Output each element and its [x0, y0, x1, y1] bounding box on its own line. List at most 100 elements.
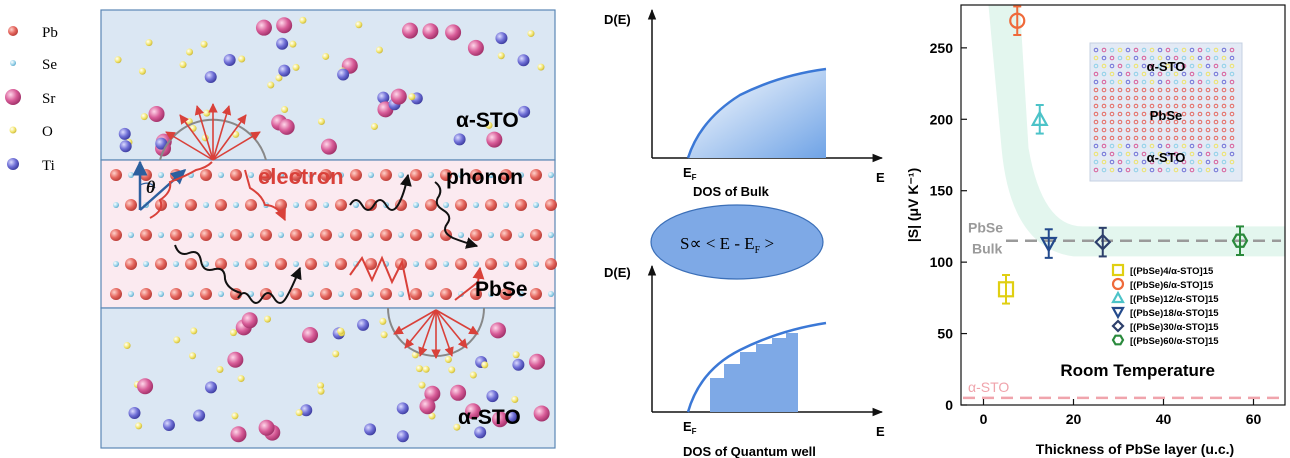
pb-atom — [425, 199, 437, 211]
ti-atom — [204, 70, 217, 83]
inset-atom — [1205, 143, 1211, 149]
o-atom — [322, 52, 330, 60]
inset-atom — [1165, 79, 1171, 85]
inset-atom — [1221, 167, 1227, 173]
ti-atom — [505, 410, 518, 423]
sr-atom — [302, 326, 319, 343]
legend-label-1: [(PbSe)4/α-STO]15 — [1130, 266, 1214, 277]
inset-atom — [1189, 47, 1195, 53]
inset-atom — [1181, 63, 1187, 69]
top-scattering-hemisphere — [159, 103, 267, 161]
ti-atom — [128, 406, 141, 419]
pb-atom — [110, 229, 122, 241]
ti-atom-icon — [7, 158, 19, 170]
inset-atom — [1093, 47, 1099, 53]
data-point-6 — [1231, 233, 1249, 248]
inset-atom — [1173, 79, 1179, 85]
inset-atom — [1109, 71, 1115, 77]
inset-atom — [1093, 151, 1099, 157]
inset-atom — [1149, 119, 1155, 125]
pb-atom — [335, 199, 347, 211]
sr-atom — [533, 405, 550, 422]
inset-atom — [1221, 151, 1227, 157]
inset-atom — [1229, 167, 1235, 173]
o-atom — [135, 422, 143, 430]
inset-atom — [1165, 111, 1171, 117]
pb-atom — [275, 258, 287, 270]
pb-atom — [470, 288, 482, 300]
o-atom — [511, 395, 519, 403]
inset-atom — [1101, 159, 1107, 165]
inset-atom — [1141, 55, 1147, 61]
inset-atom — [1181, 127, 1187, 133]
pb-atom — [200, 288, 212, 300]
ti-atom — [162, 419, 175, 432]
se-atom — [323, 261, 329, 267]
se-atom — [293, 202, 299, 208]
ti-atom — [223, 53, 236, 66]
o-atom — [485, 121, 493, 129]
phonon-paths — [174, 173, 479, 304]
pb-atom — [455, 199, 467, 211]
se-atom — [173, 202, 179, 208]
inset-atom — [1173, 167, 1179, 173]
o-atom — [275, 74, 283, 82]
o-atom — [379, 317, 387, 325]
pb-atom — [260, 169, 272, 181]
inset-atom — [1189, 151, 1195, 157]
inset-atom — [1213, 151, 1219, 157]
inset-atom — [1141, 63, 1147, 69]
se-atom — [218, 291, 224, 297]
inset-atom — [1093, 135, 1099, 141]
pb-atom — [425, 258, 437, 270]
sr-atom — [467, 39, 484, 56]
inset-atom — [1133, 167, 1139, 173]
inset-atom — [1093, 95, 1099, 101]
se-atom — [233, 202, 239, 208]
pb-atom — [200, 169, 212, 181]
inset-atom — [1221, 95, 1227, 101]
se-atom — [308, 172, 314, 178]
inset-atom — [1221, 135, 1227, 141]
ti-atom — [118, 127, 131, 140]
inset-atom — [1141, 127, 1147, 133]
dos-qw-y-label: D(E) — [604, 265, 631, 280]
dos-qw-e-label: E — [876, 424, 885, 439]
sr-atom — [258, 419, 275, 436]
se-atom — [128, 232, 134, 238]
inset-atom — [1125, 47, 1131, 53]
inset-atom — [1109, 159, 1115, 165]
o-atom — [337, 327, 345, 335]
inset-atom — [1229, 143, 1235, 149]
inset-atom — [1133, 151, 1139, 157]
inset-atom — [1101, 103, 1107, 109]
o-atom — [355, 21, 363, 29]
inset-atom — [1125, 87, 1131, 93]
inset-atom — [1221, 143, 1227, 149]
inset-atom — [1117, 47, 1123, 53]
inset-atom — [1125, 111, 1131, 117]
pb-atom — [515, 199, 527, 211]
o-atom — [444, 356, 452, 364]
o-atom — [380, 331, 388, 339]
structure-inset: α-STO PbSe α-STO — [1089, 42, 1243, 182]
inset-atom — [1173, 119, 1179, 125]
sr-atom — [445, 24, 462, 41]
atom-legend: Pb Se Sr O Ti — [5, 25, 58, 174]
inset-atom — [1157, 95, 1163, 101]
inset-atom — [1109, 55, 1115, 61]
o-atom — [370, 123, 378, 131]
inset-atom — [1197, 55, 1203, 61]
inset-atom — [1117, 151, 1123, 157]
inset-atom — [1173, 87, 1179, 93]
inset-atom — [1117, 87, 1123, 93]
data-point-2 — [1009, 12, 1026, 29]
o-atom — [237, 375, 245, 383]
inset-atom — [1213, 87, 1219, 93]
pb-atom — [305, 199, 317, 211]
inset-atom — [1173, 135, 1179, 141]
inset-atom — [1157, 159, 1163, 165]
inset-atom — [1189, 143, 1195, 149]
electron-paths — [149, 161, 485, 301]
sr-atom — [422, 23, 439, 40]
